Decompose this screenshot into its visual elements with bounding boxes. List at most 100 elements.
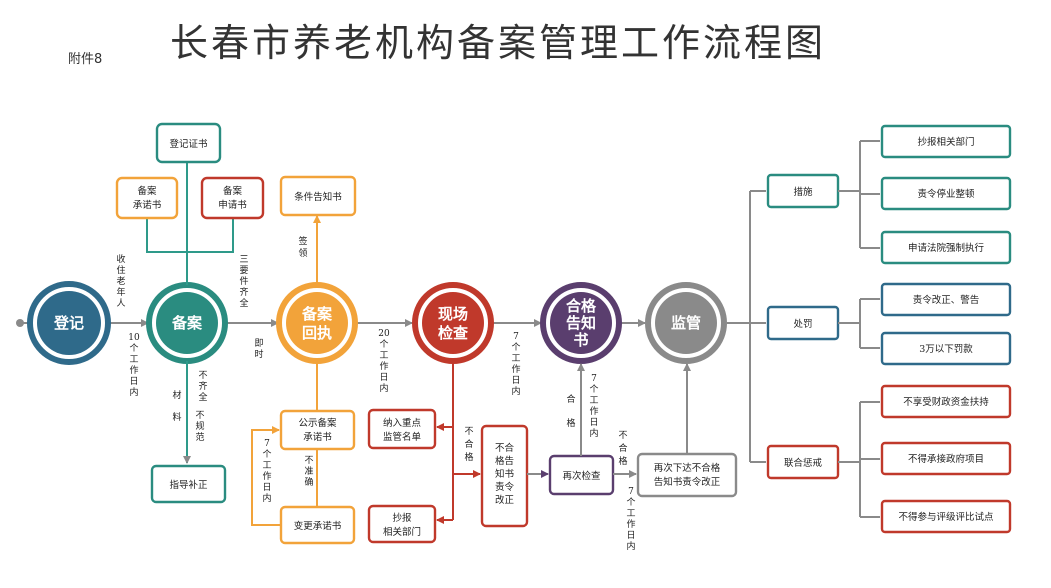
vertical-label-char: 准 (304, 466, 313, 477)
vertical-label-char: 工 (379, 351, 388, 361)
vertical-label-char: 个 (379, 339, 388, 350)
node-notice-label-2: 告知 (566, 314, 596, 332)
box-m1-label: 抄报相关部门 (917, 136, 974, 148)
vertical-label-char: 日 (262, 482, 271, 493)
box-change-commit: 变更承诺书 (279, 505, 356, 545)
vertical-label-char: 内 (511, 385, 520, 397)
vertical-label-char: 7 (591, 374, 597, 384)
edge-change-loop (251, 426, 281, 526)
box-key-list-label-1: 纳入重点 (383, 417, 422, 429)
vertical-label-char: 作 (262, 470, 271, 482)
box-commit-book-label-2: 承诺书 (133, 200, 162, 211)
box-p1: 责令改正、警告 (880, 282, 1012, 317)
vertical-label-char: 格 (464, 451, 473, 463)
vertical-label-char: 7 (513, 332, 519, 342)
vertical-label-char: 全 (239, 297, 248, 309)
vertical-label-char: 日 (379, 372, 388, 383)
box-p2: 3万以下罚款 (880, 331, 1012, 366)
box-fail-notice-label-4: 责令 (495, 481, 515, 493)
label-fail-b: 不合格 (618, 430, 627, 467)
box-p2-label: 3万以下罚款 (919, 343, 973, 355)
box-measures: 措施 (766, 173, 840, 209)
vertical-label-char: 规 (195, 421, 204, 432)
box-key-list: 纳入重点 监管名单 (367, 408, 437, 450)
edge-filing-books (146, 218, 234, 253)
box-fail-notice-label-3: 知书 (495, 468, 515, 480)
node-supervise-label: 监管 (671, 314, 701, 332)
box-guide: 指导补正 (150, 464, 227, 504)
vertical-label-char: 作 (511, 363, 520, 375)
box-j3-label: 不得参与评级评比试点 (898, 511, 994, 523)
vertical-label-char: 工 (626, 509, 635, 519)
vertical-label-char: 个 (511, 342, 520, 353)
vertical-label-char: 10 (128, 333, 140, 343)
vertical-label-char: 领 (298, 247, 307, 259)
node-supervise: 监管 (645, 282, 727, 364)
vertical-label-char: 齐 (198, 380, 207, 392)
vertical-label-char: 个 (626, 497, 635, 508)
box-public-commit-label-1: 公示备案 (298, 417, 337, 429)
box-reg-cert: 登记证书 (155, 122, 222, 164)
vertical-label-char: 合 (618, 442, 627, 454)
box-fail-notice-label-2: 格告 (495, 455, 514, 467)
label-incomplete: 不齐全 (198, 370, 207, 403)
box-j2: 不得承接政府项目 (880, 441, 1012, 476)
vertical-label-char: 工 (511, 354, 520, 364)
page-title: 长春市养老机构备案管理工作流程图 (170, 21, 827, 65)
vertical-label-char: 20 (378, 329, 390, 339)
box-fail-notice-label-1: 不合 (495, 442, 515, 454)
box-condition-notice: 条件告知书 (279, 175, 357, 217)
vertical-label-char: 内 (589, 427, 598, 439)
box-j3: 不得参与评级评比试点 (880, 499, 1012, 534)
box-p1-label: 责令改正、警告 (913, 294, 980, 306)
box-joint: 联合惩戒 (766, 444, 840, 480)
box-reissue-label-2: 告知书责令改正 (654, 476, 721, 488)
vertical-label-char: 内 (129, 386, 138, 398)
vertical-label-char: 人 (116, 298, 125, 309)
vertical-label-char: 要 (239, 265, 248, 276)
box-guide-label: 指导补正 (169, 479, 208, 491)
vertical-label-char: 工 (589, 396, 598, 406)
vertical-label-char: 即 (254, 338, 263, 349)
vertical-label-char: 作 (626, 518, 635, 530)
vertical-label-char: 三 (239, 255, 248, 265)
box-commit-book: 备案 承诺书 (115, 176, 179, 220)
box-m2-label: 责令停业整顿 (917, 188, 975, 200)
vertical-label-char: 件 (239, 275, 248, 287)
box-fail-notice-label-5: 改正 (495, 494, 515, 506)
vertical-label-char: 日 (589, 417, 598, 428)
vertical-label-char: 不 (304, 455, 313, 466)
vertical-label-char: 不 (195, 410, 204, 421)
box-recheck-label: 再次检查 (562, 470, 601, 482)
vertical-label-char: 作 (589, 405, 598, 417)
vertical-label-char: 工 (129, 355, 138, 365)
vertical-label-char: 工 (262, 461, 271, 471)
node-receipt-label-2: 回执 (302, 324, 332, 342)
box-apply-book-label-1: 备案 (223, 185, 243, 197)
node-notice: 合格 告知 书 (540, 282, 622, 364)
vertical-label-char: 作 (129, 364, 138, 376)
node-receipt-label-1: 备案 (301, 305, 333, 323)
vertical-label-char: 材 (172, 389, 181, 401)
vertical-label-char: 内 (379, 382, 388, 394)
vertical-label-char: 签 (298, 235, 307, 247)
box-punish: 处罚 (766, 305, 840, 341)
vertical-label-char: 时 (254, 348, 263, 360)
box-apply-book: 备案 申请书 (200, 176, 265, 220)
vertical-label-char: 内 (262, 492, 271, 504)
box-public-commit: 公示备案 承诺书 (279, 409, 356, 451)
label-fail-a: 不合格 (464, 426, 473, 463)
box-m3-label: 申请法院强制执行 (908, 242, 985, 254)
label-immediate: 即时 (254, 338, 263, 360)
box-change-commit-label: 变更承诺书 (294, 520, 342, 532)
vertical-label-char: 不 (618, 430, 627, 441)
vertical-label-char: 老 (116, 275, 125, 287)
